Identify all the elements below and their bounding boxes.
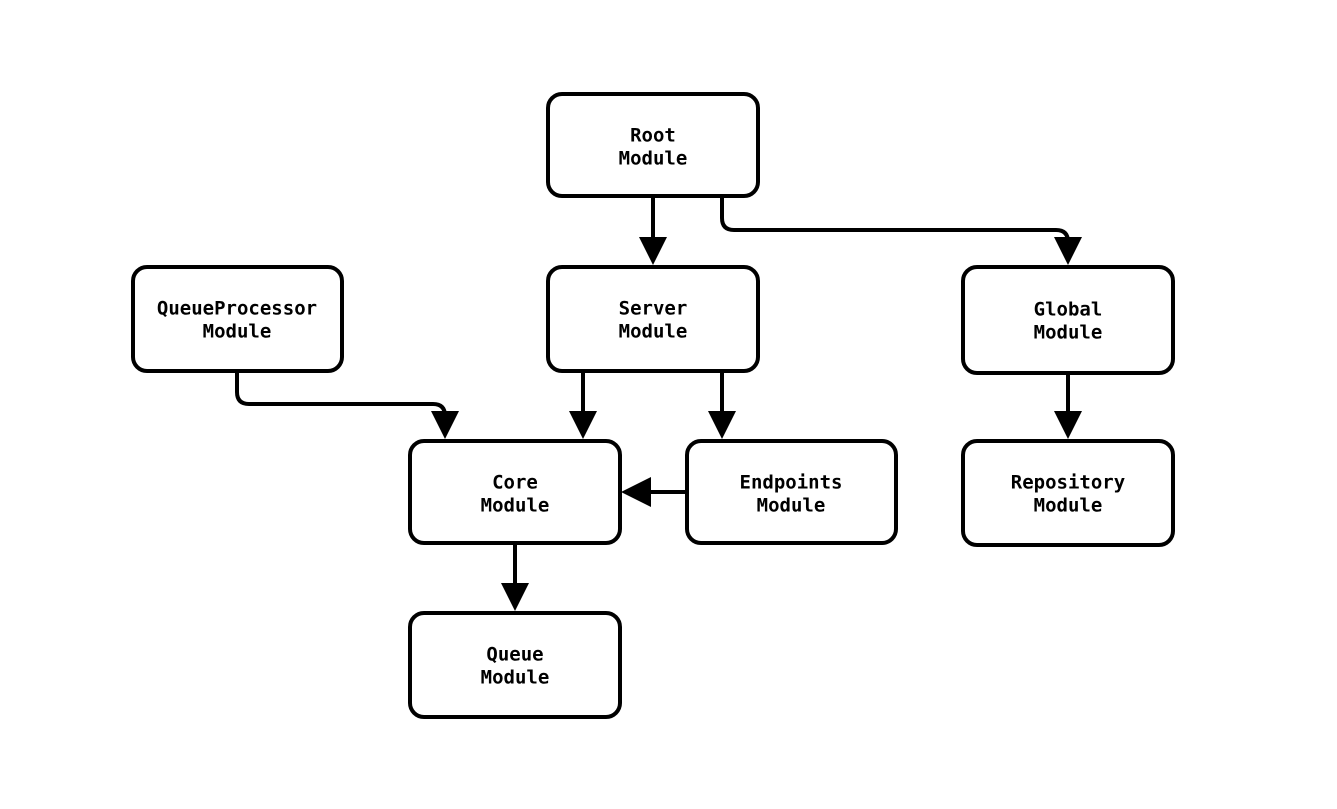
- node-global-module-label-line2: Module: [1034, 322, 1103, 344]
- node-server-module[interactable]: Server Module: [546, 265, 760, 373]
- node-endpoints-module-label-line2: Module: [757, 495, 826, 517]
- node-repository-module-box[interactable]: [961, 439, 1175, 547]
- edge-server-to-core-arrowhead: [569, 411, 597, 439]
- edge-server-to-endpoints: [708, 371, 736, 439]
- node-endpoints-module-label-line1: Endpoints: [740, 472, 843, 494]
- node-queue-module-label-line2: Module: [481, 667, 550, 689]
- node-server-module-label-line1: Server: [619, 298, 688, 320]
- edge-global-to-repository: [1054, 373, 1082, 439]
- node-queueprocessor-module-label-line1: QueueProcessor: [157, 298, 317, 320]
- edge-server-to-endpoints-arrowhead: [708, 411, 736, 439]
- edge-queueprocessor-to-core: [235, 371, 459, 439]
- node-queue-module-box[interactable]: [408, 611, 622, 719]
- node-server-module-box[interactable]: [546, 265, 760, 373]
- edge-root-to-global-line: [720, 196, 1070, 244]
- node-endpoints-module[interactable]: Endpoints Module: [685, 439, 898, 545]
- node-queueprocessor-module-box[interactable]: [131, 265, 344, 373]
- node-global-module-box[interactable]: [961, 265, 1175, 375]
- node-global-module[interactable]: Global Module: [961, 265, 1175, 375]
- node-repository-module[interactable]: Repository Module: [961, 439, 1175, 547]
- node-root-module-label-line2: Module: [619, 148, 688, 170]
- node-queue-module[interactable]: Queue Module: [408, 611, 622, 719]
- node-server-module-label-line2: Module: [619, 321, 688, 343]
- node-root-module-label-line1: Root: [630, 125, 676, 147]
- edge-core-to-queue-arrowhead: [501, 583, 529, 611]
- edge-root-to-global-arrowhead: [1054, 237, 1082, 265]
- node-repository-module-label-line2: Module: [1034, 495, 1103, 517]
- edge-server-to-core: [569, 371, 597, 439]
- edge-root-to-server: [639, 196, 667, 265]
- node-root-module[interactable]: Root Module: [546, 92, 760, 198]
- edge-root-to-server-arrowhead: [639, 237, 667, 265]
- node-queueprocessor-module-label-line2: Module: [203, 321, 272, 343]
- node-global-module-label-line1: Global: [1034, 299, 1103, 321]
- edge-global-to-repository-arrowhead: [1054, 411, 1082, 439]
- edge-layer: [235, 196, 1082, 611]
- node-core-module-label-line1: Core: [492, 472, 538, 494]
- node-queue-module-label-line1: Queue: [486, 644, 543, 666]
- node-endpoints-module-box[interactable]: [685, 439, 898, 545]
- edge-queueprocessor-to-core-arrowhead: [431, 411, 459, 439]
- node-core-module-label-line2: Module: [481, 495, 550, 517]
- node-layer: Root Module QueueProcessor Module Server…: [131, 92, 1175, 719]
- node-root-module-box[interactable]: [546, 92, 760, 198]
- node-repository-module-label-line1: Repository: [1011, 472, 1125, 494]
- edge-queueprocessor-to-core-line: [235, 371, 447, 418]
- edge-endpoints-to-core-arrowhead: [621, 477, 651, 507]
- edge-endpoints-to-core: [621, 477, 687, 507]
- node-core-module-box[interactable]: [408, 439, 622, 545]
- edge-root-to-global: [720, 196, 1082, 265]
- edge-core-to-queue: [501, 543, 529, 611]
- node-queueprocessor-module[interactable]: QueueProcessor Module: [131, 265, 344, 373]
- node-core-module[interactable]: Core Module: [408, 439, 622, 545]
